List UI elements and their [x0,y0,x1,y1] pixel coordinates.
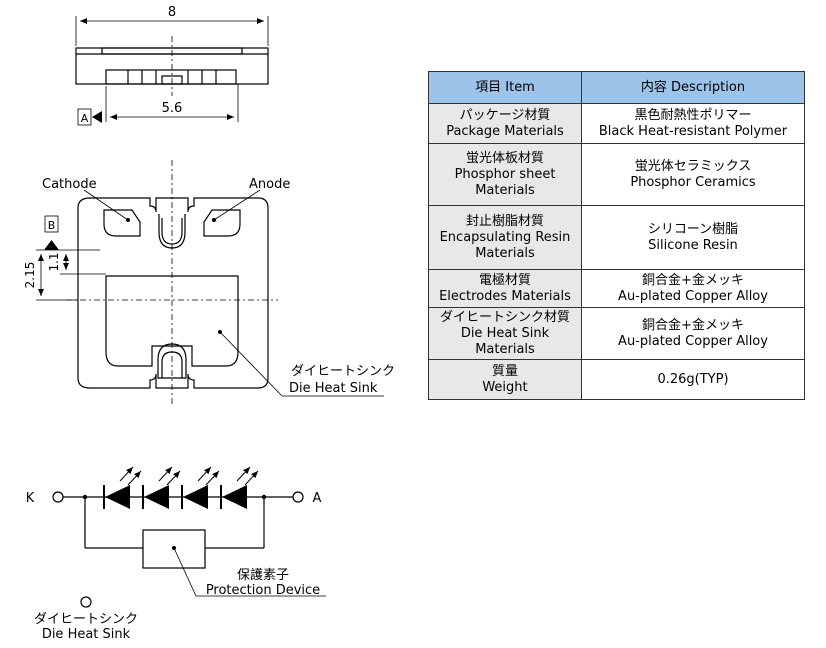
terminal-k-label: K [26,491,35,506]
description-cell-line: Au-plated Copper Alloy [618,333,768,349]
dot-markers [126,218,222,334]
item-cell-line: Encapsulating Resin [439,229,571,245]
item-cell-line: 蛍光体板材質 [465,150,544,166]
description-cell-line: 0.26g(TYP) [657,371,729,387]
description-cell-line: 銅合金+金メッキ [642,272,744,288]
item-cell-line: Materials [475,245,535,261]
description-cell-line: Au-plated Copper Alloy [618,288,768,304]
item-cell-line: Die Heat Sink [460,325,550,341]
top-view [36,160,384,404]
description-cell-line: 銅合金+金メッキ [642,317,744,333]
led-diode [181,466,220,509]
item-cell-line: Phosphor sheet [454,166,556,182]
description-cell-line: Black Heat-resistant Polymer [598,123,788,139]
datum-b [44,215,59,250]
item-cell-line: 電極材質 [478,272,531,288]
anode-label: Anode [249,177,290,192]
item-cell-line: ダイヒートシンク材質 [439,309,570,325]
header-item: 項目 Item [428,71,582,104]
side-view [75,16,269,122]
item-cell-line: Weight [482,379,528,395]
datum-b-label: B [48,219,56,232]
dimension-width-total: 8 [168,5,176,20]
datum-a-label: A [81,112,89,125]
dimension-height-b: 1.1 [47,252,61,271]
cathode-label: Cathode [42,177,97,192]
item-cell-line: 質量 [491,363,518,379]
description-cell-line: シリコーン樹脂 [647,221,739,237]
item-cell-line: パッケージ材質 [459,107,551,123]
header-description: 内容 Description [581,71,805,104]
protection-device-label-en: Protection Device [206,583,320,598]
item-cell-line: Materials [475,182,535,198]
led-diode [142,466,181,509]
package-drawing: 8 5.6 A B 2.15 1.1 C [23,5,395,642]
description-cell-line: 黒色耐熱性ポリマー [634,107,752,123]
dimension-height-a: 2.15 [23,262,37,289]
led-diode [103,466,142,509]
datum-a [77,108,102,126]
die-heat-sink-terminal-label-jp: ダイヒートシンク [34,612,138,627]
description-cell-line: Phosphor Ceramics [630,174,756,190]
die-heat-sink-terminal-label-en: Die Heat Sink [42,627,131,642]
dimension-width-inner: 5.6 [162,101,183,116]
item-cell-line: Electrodes Materials [439,288,571,304]
protection-device-label-jp: 保護素子 [237,567,289,583]
description-cell-line: 蛍光体セラミックス [634,158,752,174]
item-cell-line: 封止樹脂材質 [465,213,544,229]
die-heat-sink-label-jp: ダイヒートシンク [291,364,395,379]
led-diode [220,466,259,509]
terminal-a-label: A [313,491,322,506]
description-cell-line: Silicone Resin [648,237,738,253]
item-cell-line: Materials [475,341,535,357]
junction-dots [82,494,267,550]
led-diodes [103,466,259,509]
die-heat-sink-label-en: Die Heat Sink [289,381,378,396]
item-cell-line: Package Materials [446,123,564,139]
description-cell: 0.26g(TYP) [581,359,805,400]
table-header-row: 項目 Item 内容 Description [428,71,805,104]
